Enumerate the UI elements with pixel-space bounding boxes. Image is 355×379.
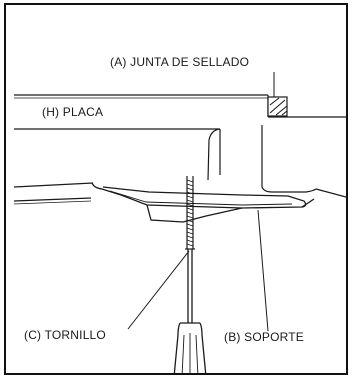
label-screw: (C) TORNILLO (24, 328, 106, 342)
screwdriver (173, 249, 207, 373)
installation-diagram: (A) JUNTA DE SELLADO (H) PLACA (C) TORNI… (13, 55, 346, 373)
sealing-gasket (267, 96, 288, 117)
label-plate: (H) PLACA (42, 105, 103, 119)
leader-lines (127, 72, 275, 332)
sink-body (13, 125, 346, 205)
screw (185, 176, 195, 250)
diagram-frame: (A) JUNTA DE SELLADO (H) PLACA (C) TORNI… (4, 3, 348, 375)
label-bracket: (B) SOPORTE (224, 330, 304, 344)
bracket (91, 182, 315, 223)
label-sealing-gasket: (A) JUNTA DE SELLADO (110, 55, 249, 69)
